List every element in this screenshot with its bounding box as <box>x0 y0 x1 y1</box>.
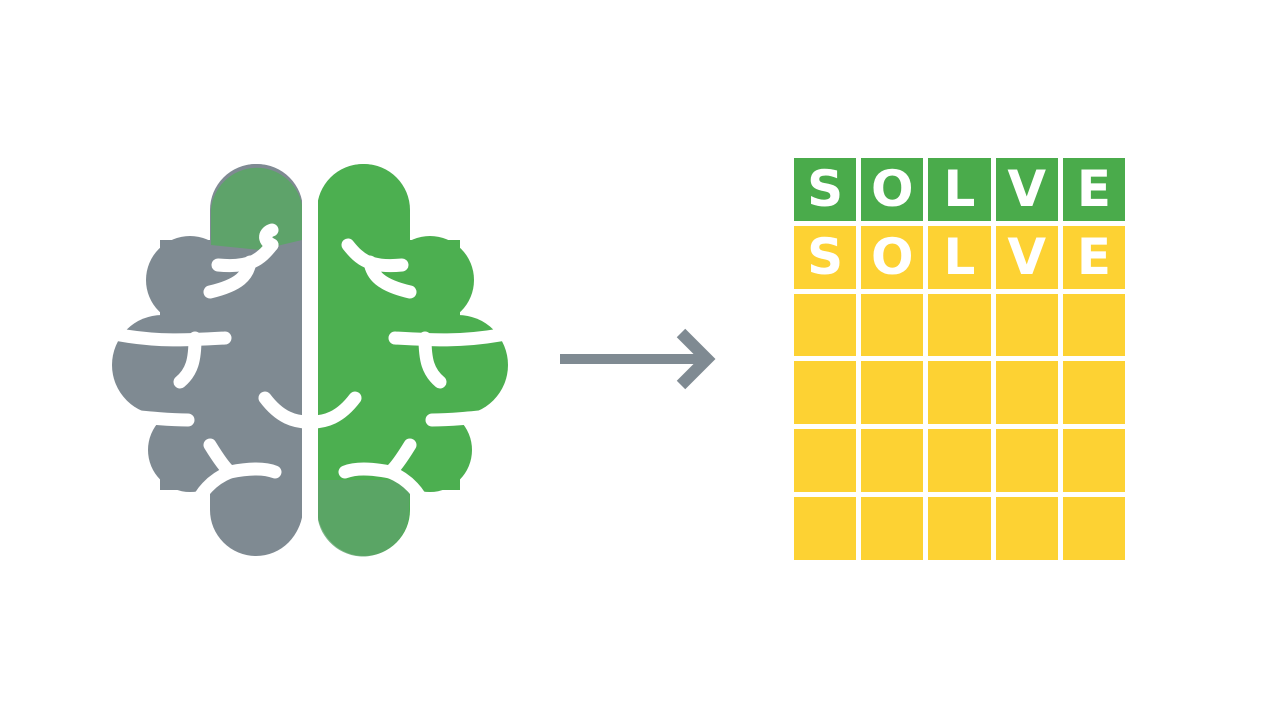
arrow-right-icon <box>555 325 720 395</box>
grid-tile <box>995 497 1058 560</box>
grid-tile: S <box>794 225 857 289</box>
grid-tile <box>928 497 991 560</box>
grid-tile <box>928 361 991 425</box>
grid-tile <box>861 293 924 357</box>
grid-tile <box>794 293 857 357</box>
grid-tile <box>1062 429 1125 493</box>
grid-tile <box>995 293 1058 357</box>
grid-tile <box>794 361 857 425</box>
brain-icon <box>100 150 520 570</box>
grid-tile <box>861 361 924 425</box>
grid-tile: S <box>794 158 857 221</box>
grid-tile <box>1062 361 1125 425</box>
grid-tile: E <box>1062 225 1125 289</box>
grid-tile <box>1062 293 1125 357</box>
grid-tile <box>928 293 991 357</box>
grid-tile <box>995 429 1058 493</box>
grid-tile <box>995 361 1058 425</box>
grid-tile <box>794 497 857 560</box>
grid-tile: O <box>861 158 924 221</box>
grid-tile <box>794 429 857 493</box>
grid-tile <box>861 497 924 560</box>
grid-tile <box>1062 497 1125 560</box>
grid-tile <box>861 429 924 493</box>
grid-tile: V <box>995 158 1058 221</box>
brain-right-hemisphere <box>317 164 508 556</box>
grid-tile <box>928 429 991 493</box>
grid-tile: V <box>995 225 1058 289</box>
grid-tile: E <box>1062 158 1125 221</box>
grid-tile: L <box>928 158 991 221</box>
grid-tile: O <box>861 225 924 289</box>
grid-tile: L <box>928 225 991 289</box>
